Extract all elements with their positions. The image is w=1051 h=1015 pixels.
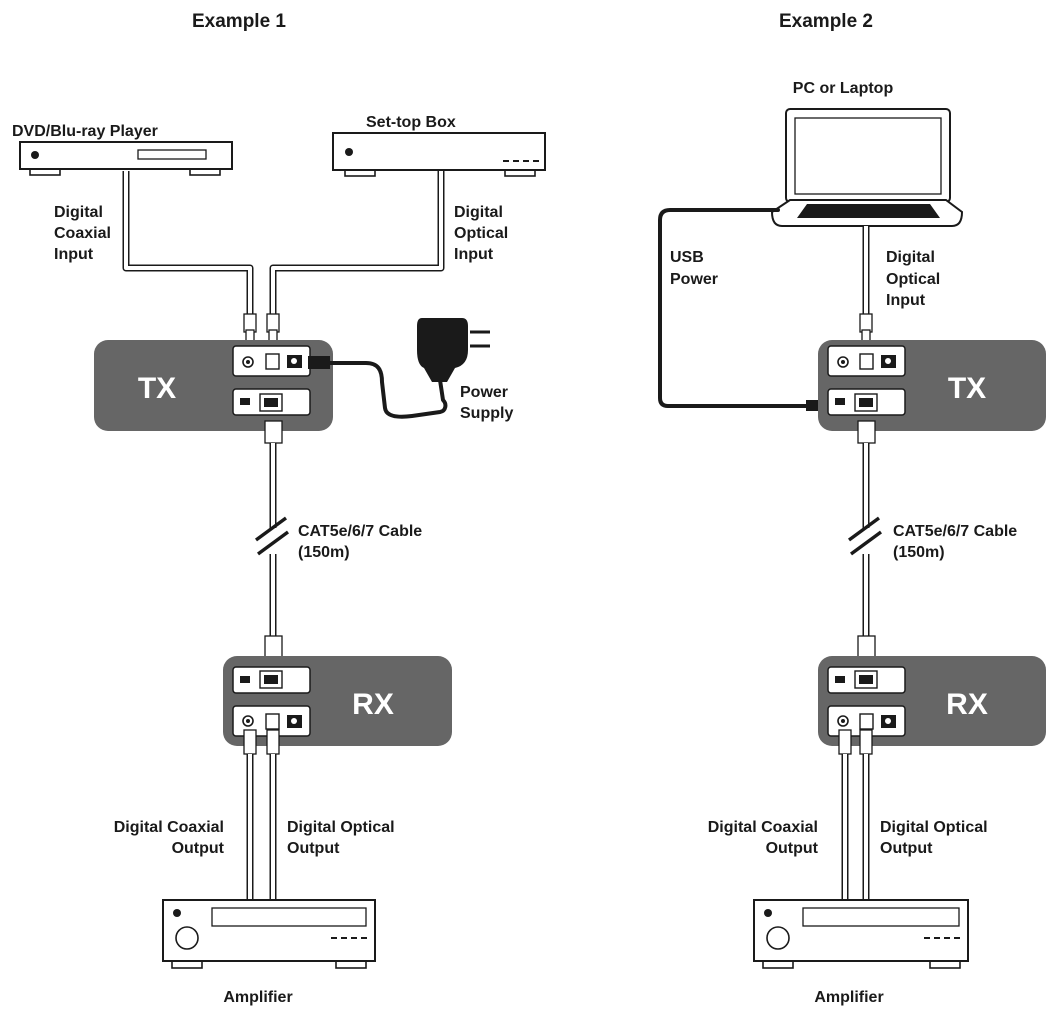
usb-port-icon <box>835 398 845 405</box>
optical-output-label-1: Digital Optical <box>287 819 395 836</box>
rx-unit: RX <box>223 656 452 746</box>
optical-input-label-2: Optical <box>886 271 940 288</box>
power-button-icon <box>345 148 353 156</box>
optical-port-icon <box>859 713 874 730</box>
coaxial-plug-icon <box>243 729 257 755</box>
rj45-plug-icon <box>857 635 876 659</box>
coaxial-output-label-1: Digital Coaxial <box>114 819 224 836</box>
tx-unit: TX <box>94 340 333 431</box>
amplifier-label: Amplifier <box>223 989 292 1006</box>
coaxial-plug-icon <box>838 729 852 755</box>
usb-power-cable <box>658 208 810 408</box>
coaxial-output-label-2: Output <box>766 840 819 857</box>
coaxial-plug-icon <box>243 313 257 333</box>
power-button-icon <box>764 909 772 917</box>
coaxial-input-label-3: Input <box>54 246 94 263</box>
power-supply: Power Supply <box>308 318 513 422</box>
rx-unit: RX <box>818 656 1046 746</box>
dvd-bluray-player: DVD/Blu-ray Player <box>12 123 233 176</box>
example-1-title: Example 1 <box>192 11 286 32</box>
rj45-plug-icon <box>857 420 876 444</box>
usb-plug-icon <box>806 400 824 411</box>
example-2-title: Example 2 <box>779 11 873 32</box>
power-button-icon <box>173 909 181 917</box>
coaxial-output-label-2: Output <box>172 840 225 857</box>
set-top-box: Set-top Box <box>332 114 546 177</box>
rj45-plug-icon <box>264 420 283 444</box>
coaxial-output-label-1: Digital Coaxial <box>708 819 818 836</box>
cable-break-icon <box>254 516 290 556</box>
amplifier: Amplifier <box>753 899 969 1006</box>
usb-port-icon <box>240 676 250 683</box>
power-adapter-icon <box>417 318 468 382</box>
dvd-player-label: DVD/Blu-ray Player <box>12 123 158 140</box>
keyboard-icon <box>797 204 940 218</box>
disc-tray-icon <box>137 149 207 160</box>
optical-output-label-1: Digital Optical <box>880 819 988 836</box>
amplifier: Amplifier <box>162 899 376 1006</box>
power-label-1: Power <box>460 384 508 401</box>
optical-input-label-3: Input <box>454 246 494 263</box>
usb-port-icon <box>835 676 845 683</box>
optical-plug-icon <box>859 729 873 755</box>
optical-plug-icon <box>266 313 280 333</box>
usb-label-1: USB <box>670 249 704 266</box>
amplifier-label: Amplifier <box>814 989 883 1006</box>
tx-unit: TX <box>818 340 1046 431</box>
example-2: Example 2 PC or Laptop USB Power Digital… <box>658 11 1046 1006</box>
amplifier-display-icon <box>211 907 367 927</box>
optical-output-label-2: Output <box>880 840 933 857</box>
laptop-display <box>794 117 942 195</box>
optical-plug-icon <box>266 729 280 755</box>
optical-input-label-1: Digital <box>454 204 503 221</box>
example-1: Example 1 DVD/Blu-ray Player Set-top Box… <box>12 11 546 1006</box>
optical-plug-icon <box>859 313 873 333</box>
optical-input-label-3: Input <box>886 292 926 309</box>
adapter-prongs-icon <box>470 330 490 348</box>
coaxial-input-cable <box>122 171 254 318</box>
rx-label: RX <box>352 688 394 721</box>
rx-label: RX <box>946 688 988 721</box>
tx-label: TX <box>948 372 986 405</box>
power-plug-icon <box>308 356 330 369</box>
optical-port-icon <box>265 353 280 370</box>
pc-or-laptop: PC or Laptop <box>770 80 964 227</box>
optical-input-label-1: Digital <box>886 249 935 266</box>
usb-port-icon <box>240 398 250 405</box>
optical-input-cable <box>269 171 445 318</box>
cable-label-1: CAT5e/6/7 Cable <box>298 523 422 540</box>
stb-body <box>332 132 546 171</box>
power-cable <box>309 361 448 419</box>
volume-knob-icon <box>766 926 790 950</box>
rj45-plug-icon <box>264 635 283 659</box>
optical-port-icon <box>859 353 874 370</box>
amplifier-display-icon <box>802 907 960 927</box>
cable-label-1: CAT5e/6/7 Cable <box>893 523 1017 540</box>
optical-port-icon <box>265 713 280 730</box>
cable-break-icon <box>847 516 883 556</box>
optical-output-label-2: Output <box>287 840 340 857</box>
usb-label-2: Power <box>670 271 718 288</box>
tx-label: TX <box>138 372 176 405</box>
set-top-box-label: Set-top Box <box>366 114 456 131</box>
laptop-label: PC or Laptop <box>793 80 894 97</box>
coaxial-input-label-2: Coaxial <box>54 225 111 242</box>
power-button-icon <box>31 151 39 159</box>
cable-label-2: (150m) <box>893 544 945 561</box>
optical-input-label-2: Optical <box>454 225 508 242</box>
cable-label-2: (150m) <box>298 544 350 561</box>
coaxial-input-label-1: Digital <box>54 204 103 221</box>
volume-knob-icon <box>175 926 199 950</box>
power-label-2: Supply <box>460 405 513 422</box>
